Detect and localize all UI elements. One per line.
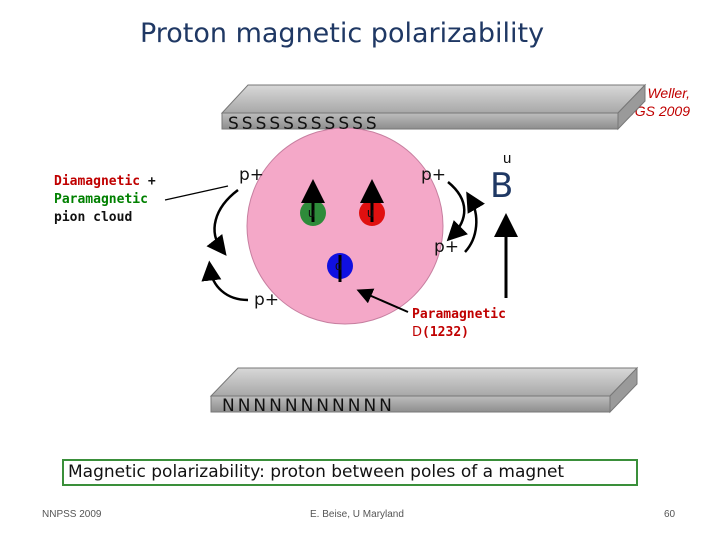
paramagnetic-delta-word: Paramagnetic bbox=[412, 307, 506, 322]
caption-box: Magnetic polarizability: proton between … bbox=[62, 459, 638, 486]
quark-blue-label: d bbox=[335, 258, 343, 273]
plus-sign: + bbox=[140, 174, 156, 189]
delta-symbol: D bbox=[412, 325, 423, 340]
pion-label-upper-right: p+ bbox=[421, 165, 447, 185]
curved-arrow-far-right-icon bbox=[464, 191, 485, 253]
slide-title: Proton magnetic polarizability bbox=[139, 18, 545, 49]
curved-arrow-left-icon bbox=[206, 189, 239, 256]
pion-label-lower-left: p+ bbox=[254, 290, 280, 310]
quark-green-label: u bbox=[308, 205, 316, 220]
curved-arrow-lower-left-icon bbox=[201, 260, 249, 302]
curved-arrow-right-icon bbox=[446, 181, 468, 242]
proton-pion-cloud bbox=[246, 127, 444, 325]
pointer-line-left bbox=[164, 185, 229, 201]
diamagnetic-paramagnetic-label: Diamagnetic + Paramagnetic pion cloud bbox=[54, 173, 156, 227]
pion-label-right: p+ bbox=[434, 237, 460, 257]
field-marker: u bbox=[503, 150, 512, 167]
south-pole-labels: SSSSSSSSSSS bbox=[228, 114, 380, 134]
north-pole-labels: NNNNNNNNNNN bbox=[222, 396, 395, 416]
footer-center: E. Beise, U Maryland bbox=[310, 509, 404, 520]
paramagnetic-word: Paramagnetic bbox=[54, 192, 148, 207]
south-pole-plate bbox=[220, 83, 647, 131]
pointer-arrow-paramagnetic-icon bbox=[356, 288, 409, 313]
quark-red-label: u bbox=[367, 205, 375, 220]
north-pole-plate bbox=[209, 366, 639, 414]
paramagnetic-delta-label: Paramagnetic D(1232) bbox=[412, 306, 506, 342]
delta-number: (1232) bbox=[422, 325, 469, 340]
field-symbol-b: B bbox=[490, 166, 514, 206]
footer-page-number: 60 bbox=[664, 509, 676, 520]
pion-label-upper-left: p+ bbox=[239, 165, 265, 185]
diamagnetic-word: Diamagnetic bbox=[54, 174, 141, 189]
footer-left: NNPSS 2009 bbox=[42, 509, 102, 520]
pion-cloud-word: pion cloud bbox=[54, 210, 133, 225]
